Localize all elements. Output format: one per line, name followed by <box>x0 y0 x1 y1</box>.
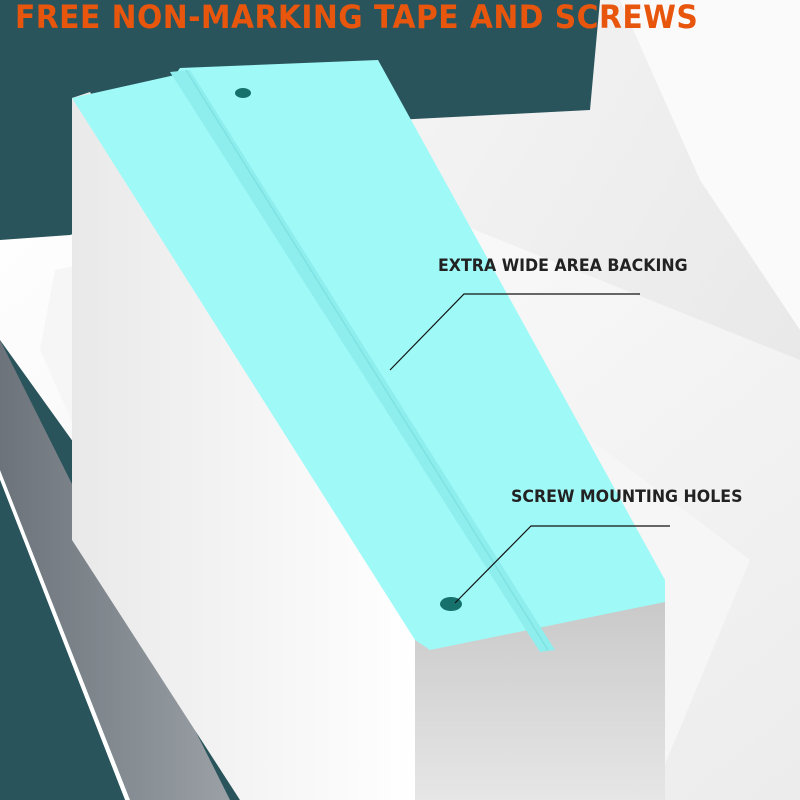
screw-hole-top <box>235 88 251 98</box>
groove-line <box>185 69 549 651</box>
callout-line-holes <box>454 525 670 604</box>
callout-label-holes: SCREW MOUNTING HOLES <box>511 487 743 507</box>
screw-hole-bottom <box>440 597 462 611</box>
box-front-face <box>415 600 665 800</box>
callout-label-backing: EXTRA WIDE AREA BACKING <box>438 256 688 276</box>
rail-highlight <box>0 470 130 800</box>
wall-panel-edge <box>620 0 800 330</box>
left-dark-bottom <box>0 480 125 800</box>
callout-line-backing <box>389 293 640 371</box>
headline: FREE NON-MARKING TAPE AND SCREWS <box>15 0 699 36</box>
box-left-face <box>72 92 415 800</box>
